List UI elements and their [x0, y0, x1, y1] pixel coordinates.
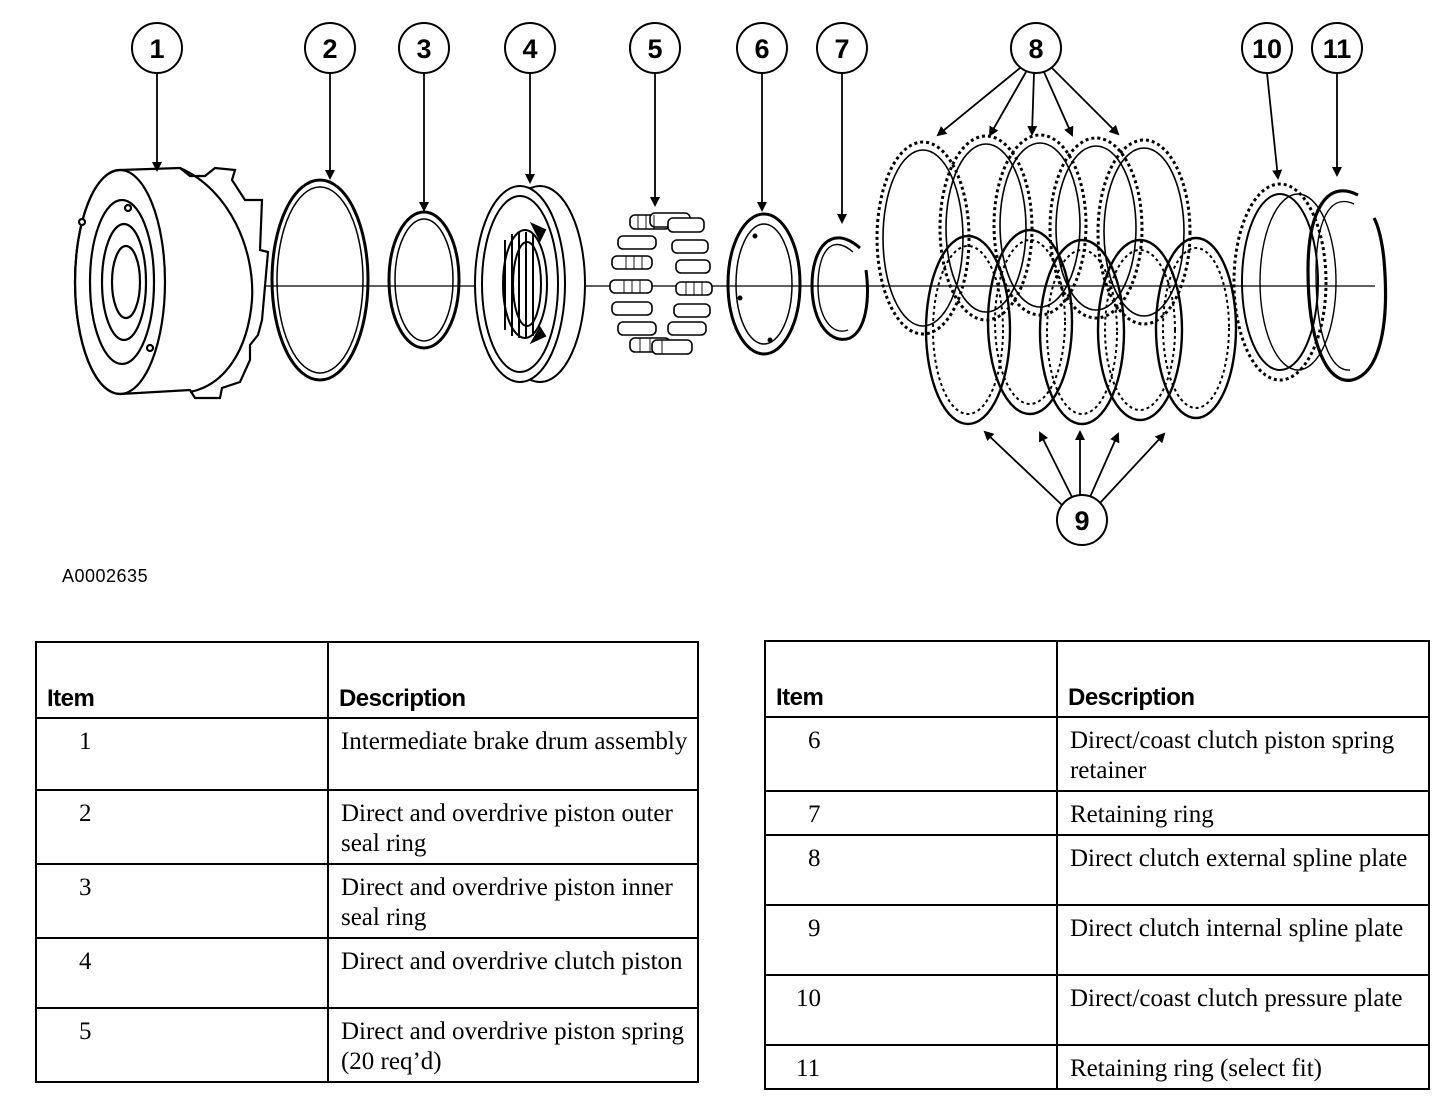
legend-item: 8	[764, 834, 1058, 906]
callout-7: 7	[816, 22, 868, 224]
legend-description: Direct/coast clutch piston spring retain…	[1055, 716, 1431, 792]
callout-9: 9	[983, 430, 1166, 546]
legend-description: Direct/coast clutch pressure plate	[1055, 974, 1431, 1046]
callout-1: 1	[131, 22, 183, 172]
legend-row: 5 Direct and overdrive piston spring (20…	[35, 1007, 700, 1083]
legend-header-row: Item Description	[35, 641, 700, 719]
part-9-internal-spline-plates	[924, 228, 1238, 426]
legend-description: Retaining ring (select fit)	[1055, 1044, 1431, 1090]
legend-row: 11 Retaining ring (select fit)	[764, 1044, 1431, 1090]
svg-text:11: 11	[1323, 34, 1352, 64]
svg-text:7: 7	[834, 34, 849, 64]
legend-item: 5	[35, 1007, 329, 1083]
svg-text:6: 6	[754, 34, 769, 64]
legend-item: 2	[35, 789, 329, 865]
callout-2: 2	[304, 22, 356, 180]
legend-table-right: Item Description 6 Direct/coast clutch p…	[764, 640, 1431, 1090]
callout-5: 5	[629, 22, 681, 207]
svg-text:10: 10	[1252, 34, 1282, 64]
part-5-piston-springs	[609, 212, 713, 355]
legend-row: 2 Direct and overdrive piston outer seal…	[35, 789, 700, 865]
legend-description: Intermediate brake drum assembly	[326, 717, 700, 791]
part-10-pressure-plate	[1232, 182, 1337, 382]
svg-text:1: 1	[149, 34, 164, 64]
legend-description: Direct and overdrive piston inner seal r…	[326, 863, 700, 939]
legend-row: 9 Direct clutch internal spline plate	[764, 904, 1431, 976]
legend-item: 1	[35, 717, 329, 791]
callout-3: 3	[398, 22, 450, 212]
callout-11: 11	[1311, 22, 1363, 177]
description-column-header: Description	[326, 641, 700, 719]
exploded-view-diagram: 1 2 3 4 5 6 7 8 9	[73, 22, 1388, 546]
legend-row: 4 Direct and overdrive clutch piston	[35, 937, 700, 1009]
legend-row: 10 Direct/coast clutch pressure plate	[764, 974, 1431, 1046]
svg-text:5: 5	[647, 34, 662, 64]
legend-description: Direct and overdrive piston outer seal r…	[326, 789, 700, 865]
svg-text:2: 2	[322, 34, 337, 64]
legend-row: 3 Direct and overdrive piston inner seal…	[35, 863, 700, 939]
legend-item: 4	[35, 937, 329, 1009]
legend-description: Retaining ring	[1055, 790, 1431, 836]
part-1-brake-drum	[73, 166, 270, 400]
figure-id: A0002635	[62, 566, 149, 586]
legend-description: Direct and overdrive clutch piston	[326, 937, 700, 1009]
legend-item: 11	[764, 1044, 1058, 1090]
part-3-inner-seal-ring	[387, 210, 461, 350]
part-7-retaining-ring	[810, 236, 869, 341]
legend-item: 10	[764, 974, 1058, 1046]
description-column-header: Description	[1055, 640, 1431, 718]
part-6-spring-retainer	[726, 212, 802, 356]
legend-description: Direct and overdrive piston spring (20 r…	[326, 1007, 700, 1083]
item-column-header: Item	[764, 640, 1058, 718]
part-8-external-spline-plates	[875, 133, 1192, 336]
part-4-clutch-piston	[474, 185, 586, 383]
svg-text:3: 3	[416, 34, 431, 64]
legend-row: 1 Intermediate brake drum assembly	[35, 717, 700, 791]
item-column-header: Item	[35, 641, 329, 719]
svg-text:4: 4	[522, 34, 537, 64]
legend-row: 7 Retaining ring	[764, 790, 1431, 836]
callout-4: 4	[504, 22, 556, 184]
legend-row: 6 Direct/coast clutch piston spring reta…	[764, 716, 1431, 792]
legend-description: Direct clutch external spline plate	[1055, 834, 1431, 906]
svg-text:8: 8	[1028, 34, 1043, 64]
legend-item: 9	[764, 904, 1058, 976]
legend-item: 7	[764, 790, 1058, 836]
svg-text:9: 9	[1074, 506, 1089, 536]
legend-item: 3	[35, 863, 329, 939]
callout-10: 10	[1241, 22, 1293, 180]
part-2-outer-seal-ring	[270, 178, 370, 382]
part-11-select-fit-ring	[1306, 189, 1388, 382]
legend-table-left: Item Description 1 Intermediate brake dr…	[35, 641, 700, 1083]
legend-item: 6	[764, 716, 1058, 792]
legend-description: Direct clutch internal spline plate	[1055, 904, 1431, 976]
callout-8: 8	[936, 22, 1120, 137]
legend-row: 8 Direct clutch external spline plate	[764, 834, 1431, 906]
legend-header-row: Item Description	[764, 640, 1431, 718]
callout-6: 6	[736, 22, 788, 212]
